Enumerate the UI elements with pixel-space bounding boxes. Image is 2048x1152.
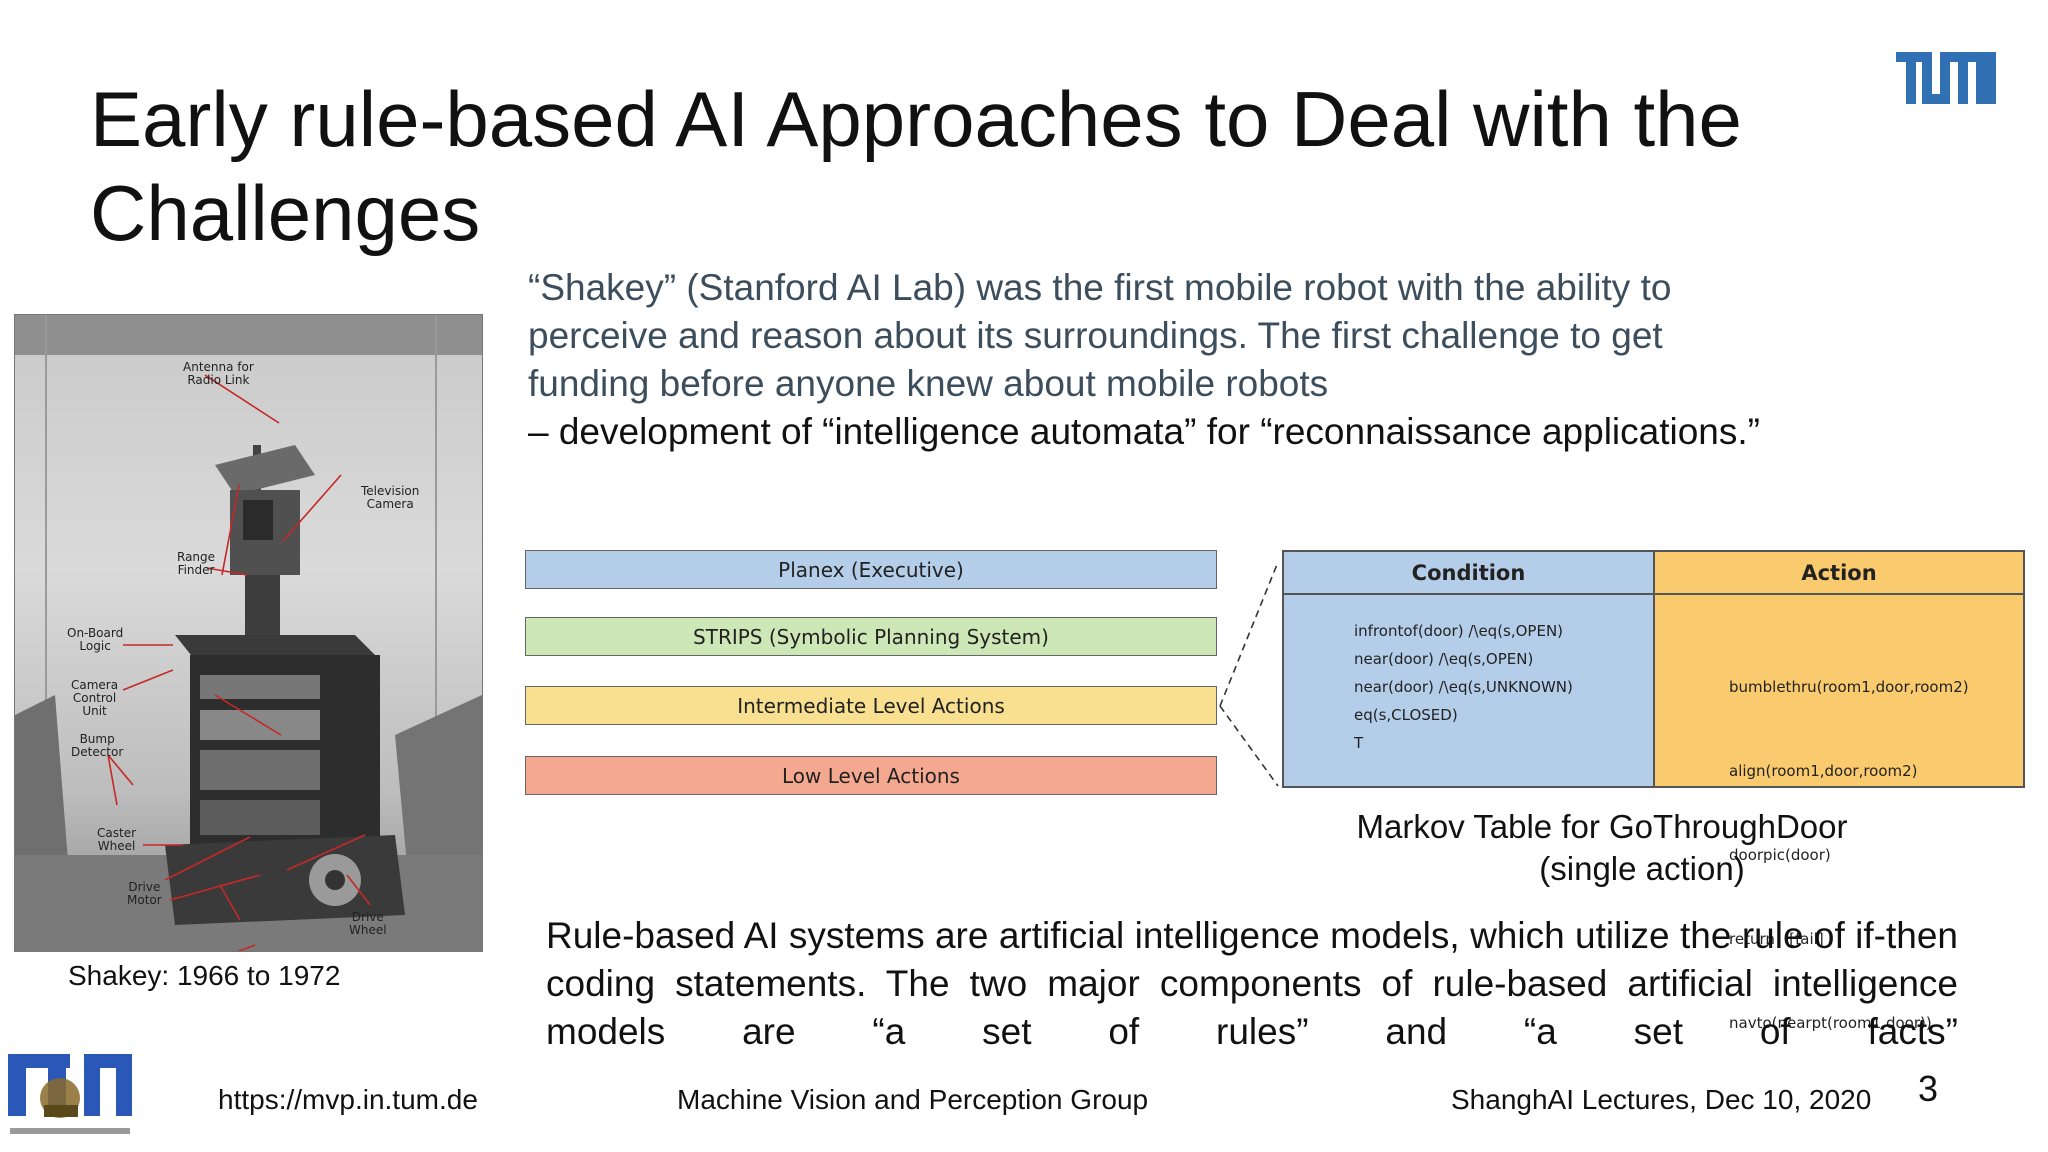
markov-table: Condition Action infrontof(door) /\eq(s,… bbox=[1282, 550, 2025, 1032]
action-cell: navto(nearpt(room1,door)) bbox=[1729, 1014, 1932, 1032]
layer-intermediate-label: Intermediate Level Actions bbox=[737, 693, 1005, 718]
condition-header: Condition bbox=[1284, 552, 1655, 595]
label-drive-wheel: Drive Wheel bbox=[349, 910, 387, 937]
intro-line-3: funding before anyone knew about mobile … bbox=[528, 363, 1329, 404]
condition-cell: eq(s,CLOSED) bbox=[1354, 706, 1458, 724]
label-drive-motor: Drive Motor bbox=[127, 880, 162, 907]
label-caster-wheel: Caster Wheel bbox=[97, 826, 137, 853]
layer-low-level-label: Low Level Actions bbox=[782, 763, 960, 788]
photo-callout-arrows bbox=[107, 374, 371, 906]
layer-strips: STRIPS (Symbolic Planning System) bbox=[525, 617, 1217, 656]
markov-caption-line-2: (single action) bbox=[1539, 850, 1745, 887]
action-cell: align(room1,door,room2) bbox=[1729, 762, 1918, 780]
page-number: 3 bbox=[1918, 1068, 1939, 1109]
layer-planex-label: Planex (Executive) bbox=[778, 557, 964, 582]
layer-strips-label: STRIPS (Symbolic Planning System) bbox=[693, 624, 1049, 649]
layer-planex: Planex (Executive) bbox=[525, 550, 1217, 589]
intro-line-2: perceive and reason about its surroundin… bbox=[528, 315, 1663, 356]
slide-title: Early rule-based AI Approaches to Deal w… bbox=[90, 75, 1742, 257]
label-antenna: Antenna for Radio Link bbox=[183, 360, 254, 387]
tum-logo bbox=[1896, 52, 1996, 104]
label-range-finder: Range Finder bbox=[177, 550, 216, 577]
shakey-robot-illustration bbox=[15, 315, 482, 951]
mvp-group-logo bbox=[4, 1050, 136, 1142]
label-television-camera: Television Camera bbox=[361, 484, 420, 511]
layer-low-level-actions: Low Level Actions bbox=[525, 756, 1217, 795]
action-cell: bumblethru(room1,door,room2) bbox=[1729, 678, 1969, 696]
markov-table-caption: Markov Table for GoThroughDoor (single a… bbox=[1282, 806, 1922, 890]
markov-caption-line-1: Markov Table for GoThroughDoor bbox=[1356, 808, 1848, 845]
intro-line-1: “Shakey” (Stanford AI Lab) was the first… bbox=[528, 267, 1672, 308]
action-cell: doorpic(door) bbox=[1729, 846, 1831, 864]
footer-event: ShanghAI Lectures, Dec 10, 2020 bbox=[1451, 1084, 1872, 1115]
action-header: Action bbox=[1655, 552, 2023, 595]
label-onboard-logic: On-Board Logic bbox=[67, 626, 124, 653]
action-column: bumblethru(room1,door,room2) align(room1… bbox=[1655, 595, 2023, 1032]
photo-caption: Shakey: 1966 to 1972 bbox=[68, 960, 341, 991]
condition-cell: infrontof(door) /\eq(s,OPEN) bbox=[1354, 622, 1564, 640]
zoom-connector-lines bbox=[1219, 561, 1279, 787]
intro-line-4: – development of “intelligence automata”… bbox=[528, 411, 1760, 452]
condition-cell: near(door) /\eq(s,UNKNOWN) bbox=[1354, 678, 1573, 696]
label-camera-control-unit: Camera Control Unit bbox=[71, 678, 119, 718]
label-bump-detector: Bump Detector bbox=[71, 732, 124, 759]
footer-url[interactable]: https://mvp.in.tum.de bbox=[218, 1084, 478, 1115]
action-cell: return [fail] bbox=[1729, 930, 1824, 948]
footer-group: Machine Vision and Perception Group bbox=[677, 1084, 1149, 1115]
condition-cell: T bbox=[1354, 734, 1364, 752]
rule-based-paragraph: Rule-based AI systems are artificial int… bbox=[546, 915, 1958, 1052]
condition-column: infrontof(door) /\eq(s,OPEN) near(door) … bbox=[1284, 595, 1655, 786]
condition-cell: near(door) /\eq(s,OPEN) bbox=[1354, 650, 1534, 668]
layer-intermediate-actions: Intermediate Level Actions bbox=[525, 686, 1217, 725]
shakey-photo: Antenna for Radio Link Television Camera… bbox=[14, 314, 483, 952]
intro-paragraph: “Shakey” (Stanford AI Lab) was the first… bbox=[528, 264, 1928, 456]
